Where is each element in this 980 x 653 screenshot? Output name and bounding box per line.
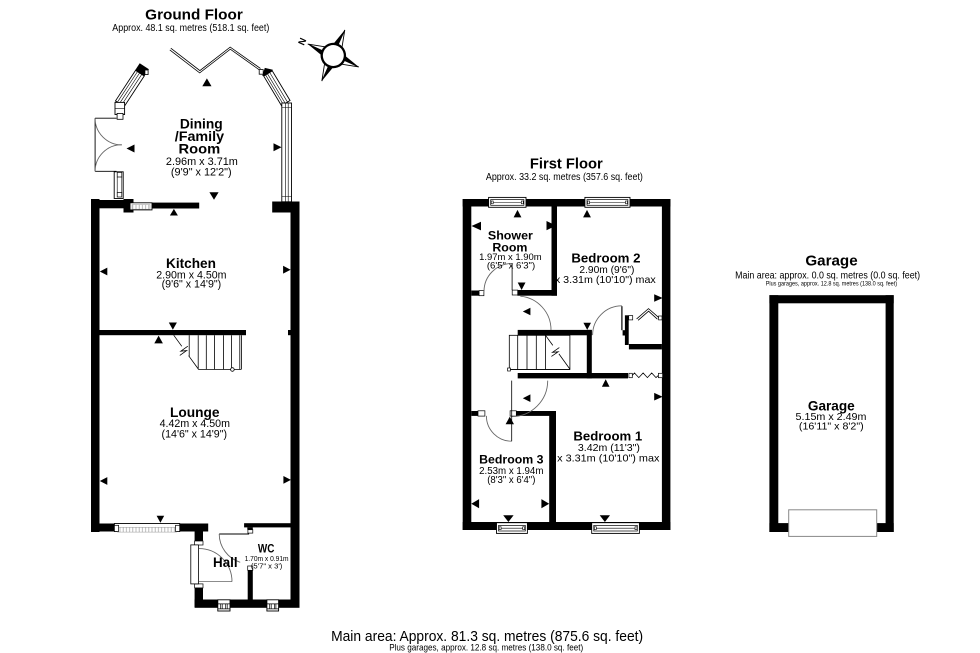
svg-text:2.90m x 4.50m: 2.90m x 4.50m xyxy=(156,269,226,281)
svg-text:3.42m (11'3"): 3.42m (11'3") xyxy=(578,443,640,454)
svg-text:Plus garages, approx. 12.8 sq.: Plus garages, approx. 12.8 sq. metres (1… xyxy=(389,642,583,652)
svg-text:Main area: Approx. 81.3 sq. me: Main area: Approx. 81.3 sq. metres (875.… xyxy=(331,629,643,645)
svg-text:x 3.31m (10'10") max: x 3.31m (10'10") max xyxy=(557,454,660,465)
svg-text:Bedroom 2: Bedroom 2 xyxy=(571,250,640,265)
svg-text:N: N xyxy=(297,36,310,47)
svg-text:(16'11" x 8'2"): (16'11" x 8'2") xyxy=(799,421,864,432)
svg-text:Main area: approx. 0.0 sq. met: Main area: approx. 0.0 sq. metres (0.0 s… xyxy=(735,270,920,281)
svg-text:2.96m x 3.71m: 2.96m x 3.71m xyxy=(166,156,238,168)
svg-text:Room: Room xyxy=(492,240,527,254)
svg-text:x 3.31m (10'10") max: x 3.31m (10'10") max xyxy=(555,275,657,286)
svg-text:WC: WC xyxy=(258,542,275,556)
svg-text:Bedroom 1: Bedroom 1 xyxy=(573,429,642,444)
svg-text:5.15m x 2.49m: 5.15m x 2.49m xyxy=(796,411,867,423)
svg-text:Lounge: Lounge xyxy=(170,405,220,420)
svg-text:Plus garages, approx. 12.8 sq.: Plus garages, approx. 12.8 sq. metres (1… xyxy=(766,280,897,287)
svg-text:Shower: Shower xyxy=(488,228,533,242)
svg-text:Garage: Garage xyxy=(808,399,855,414)
svg-text:Garage: Garage xyxy=(805,252,857,269)
svg-text:Ground Floor: Ground Floor xyxy=(145,6,243,23)
svg-text:(9'9" x 12'2"): (9'9" x 12'2") xyxy=(171,166,232,178)
svg-text:/Family: /Family xyxy=(175,129,225,144)
svg-text:Approx. 48.1 sq. metres (518.1: Approx. 48.1 sq. metres (518.1 sq. feet) xyxy=(112,23,269,34)
svg-text:First Floor: First Floor xyxy=(530,156,603,173)
svg-text:1.97m x 1.90m: 1.97m x 1.90m xyxy=(479,252,542,263)
svg-text:Room: Room xyxy=(179,142,221,157)
svg-text:(14'6" x 14'9"): (14'6" x 14'9") xyxy=(162,429,228,441)
svg-text:(6'5" x 6'3"): (6'5" x 6'3") xyxy=(487,260,535,271)
svg-text:(8'3" x 6'4"): (8'3" x 6'4") xyxy=(487,475,535,486)
svg-text:(5'7" x 3'): (5'7" x 3') xyxy=(251,563,283,570)
svg-text:Kitchen: Kitchen xyxy=(166,256,216,271)
svg-text:1.70m x 0.91m: 1.70m x 0.91m xyxy=(245,556,289,563)
svg-text:Approx. 33.2 sq. metres (357.6: Approx. 33.2 sq. metres (357.6 sq. feet) xyxy=(486,172,643,183)
svg-text:Bedroom 3: Bedroom 3 xyxy=(479,453,543,467)
svg-text:4.42m x 4.50m: 4.42m x 4.50m xyxy=(160,418,230,430)
svg-text:2.90m (9'6"): 2.90m (9'6") xyxy=(579,265,634,276)
svg-text:(9'6" x 14'9"): (9'6" x 14'9") xyxy=(162,279,222,291)
svg-text:Hall: Hall xyxy=(213,555,238,570)
svg-text:2.53m x 1.94m: 2.53m x 1.94m xyxy=(479,466,543,477)
svg-text:Dining: Dining xyxy=(180,116,223,131)
